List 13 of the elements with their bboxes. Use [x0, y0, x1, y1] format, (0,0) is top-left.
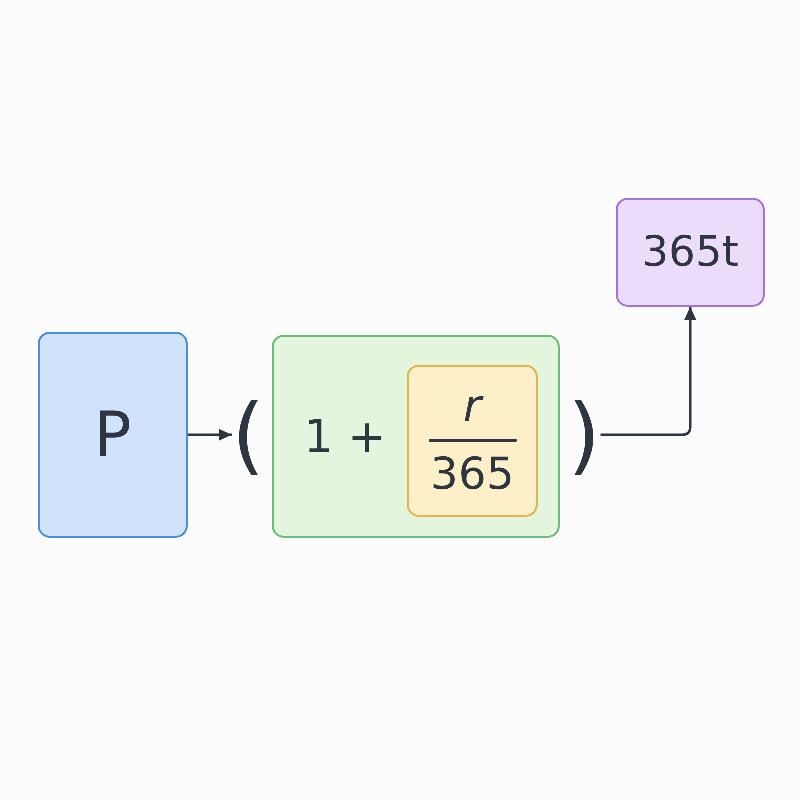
term-label: 1 + [304, 410, 386, 463]
expression-box [272, 335, 560, 538]
variable-box [38, 332, 188, 538]
exponent-label: 365t [642, 228, 739, 277]
fraction-box [407, 365, 538, 517]
open-parenthesis: ( [232, 393, 265, 477]
close-parenthesis: ) [568, 393, 601, 477]
denominator-label: 365 [430, 450, 514, 500]
arrow [600, 307, 696, 436]
arrow [188, 429, 232, 441]
exponent-box [616, 198, 765, 307]
variable-label: P [94, 399, 132, 471]
numerator-label: r [463, 382, 482, 432]
